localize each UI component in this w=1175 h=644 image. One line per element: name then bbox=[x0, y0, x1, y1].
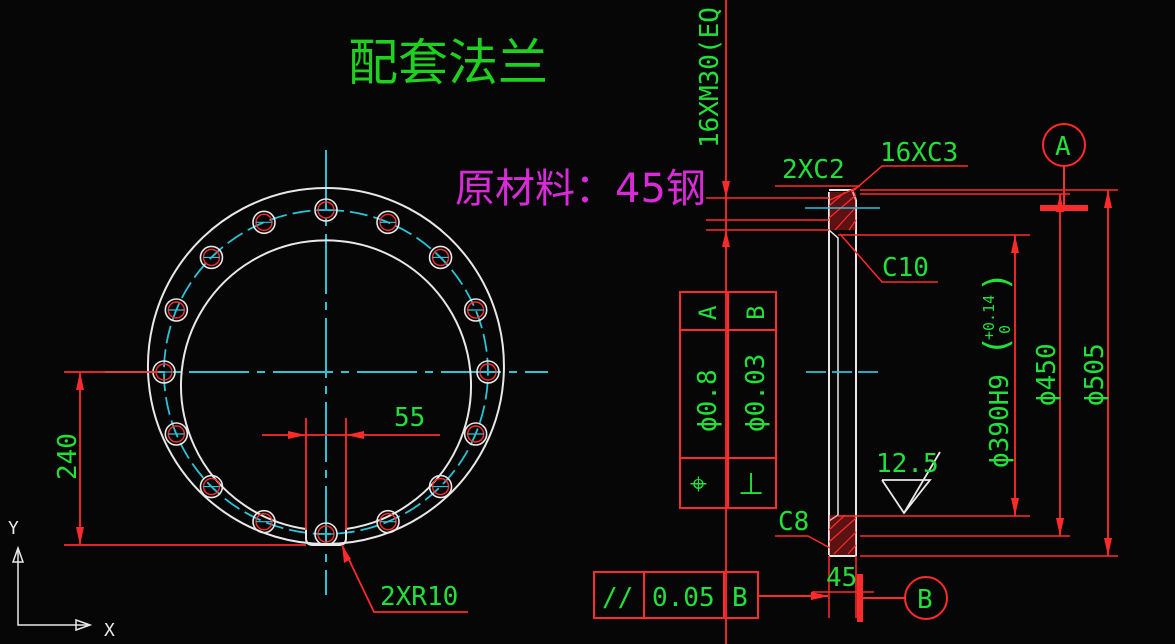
tol-row1-value: ϕ0.8 bbox=[693, 369, 723, 432]
bolt-hole bbox=[164, 422, 189, 446]
leader-c8 bbox=[775, 535, 831, 549]
leader-c10 bbox=[839, 233, 938, 283]
dim-m30-arrow-1 bbox=[722, 181, 730, 198]
hatch-lines bbox=[828, 191, 857, 555]
parallelism-frame: // 0.05 B bbox=[593, 571, 829, 619]
dim-450-arrow-bottom bbox=[1056, 518, 1064, 536]
dim-505-arrow-bottom bbox=[1104, 538, 1112, 556]
bolt-hole bbox=[476, 360, 500, 384]
dim-390-tol-close: ) bbox=[977, 272, 1017, 292]
tol-row2-value: ϕ0.03 bbox=[741, 354, 771, 432]
leader-16xc3 bbox=[851, 165, 968, 193]
ucs-icon: Y X bbox=[8, 518, 115, 641]
roughness-label: 12.5 bbox=[876, 449, 939, 479]
datum-b-label: B bbox=[917, 585, 933, 615]
radius-leader bbox=[341, 544, 468, 613]
bolt-hole bbox=[463, 298, 488, 322]
section-view: 16XM30(EQ 2XC2 16XC3 C10 C8 ϕ390H9 ( +0.… bbox=[695, 0, 1118, 644]
bolt-hole bbox=[428, 474, 453, 499]
dim-m30-arrow-2 bbox=[722, 230, 730, 247]
tolerance-frame-vertical: A B ϕ0.8 ϕ0.03 ⌖ ⊥ bbox=[679, 291, 777, 509]
dim-240-arrow-top bbox=[76, 372, 84, 390]
front-view: 240 55 2XR10 bbox=[53, 150, 548, 613]
dim-390-tol-open: ( bbox=[977, 336, 1017, 356]
flange-inner-line bbox=[828, 229, 839, 522]
dim-45-label: 45 bbox=[826, 563, 857, 593]
bolt-hole bbox=[164, 298, 189, 322]
roughness-symbol bbox=[881, 479, 932, 515]
bolt-holes bbox=[152, 198, 500, 546]
datum-a-label: A bbox=[1055, 132, 1071, 162]
radius-leader-arrow bbox=[342, 545, 351, 563]
dim-390-arrow-bottom bbox=[1011, 498, 1019, 516]
chamfer-16xc3-label: 16XC3 bbox=[880, 138, 958, 168]
dim-390-label-group: ϕ390H9 ( +0.14 0 ) bbox=[977, 272, 1017, 468]
parallelism-icon: // bbox=[602, 583, 633, 613]
dim-55-arrow-right bbox=[346, 431, 364, 439]
bolt-hole bbox=[199, 474, 224, 499]
bolt-hole bbox=[376, 210, 400, 235]
chamfer-2xc2-label: 2XC2 bbox=[782, 155, 845, 185]
datum-b: B bbox=[857, 574, 948, 622]
ucs-y-label: Y bbox=[8, 518, 19, 539]
bolt-hole bbox=[376, 509, 400, 534]
dim-390-label: ϕ390H9 bbox=[985, 374, 1015, 468]
position-icon: ⌖ bbox=[690, 467, 707, 502]
dim-55-arrow-left bbox=[288, 431, 306, 439]
dim-390-tol-lower: 0 bbox=[996, 325, 1014, 334]
chamfer-c10-label: C10 bbox=[882, 253, 929, 283]
dim-m30-label: 16XM30(EQ bbox=[695, 7, 725, 148]
inner-bore-with-slot bbox=[180, 239, 472, 546]
drawing-title: 配套法兰 bbox=[348, 34, 548, 92]
chamfer-c8-label: C8 bbox=[778, 507, 809, 537]
parallelism-value: 0.05 bbox=[652, 583, 715, 613]
bolt-hole bbox=[199, 245, 224, 270]
bolt-hole bbox=[252, 509, 276, 534]
bolt-hole bbox=[428, 245, 453, 270]
dim-390-tol-upper: +0.14 bbox=[980, 295, 998, 340]
bolt-hole bbox=[314, 198, 338, 222]
datum-a: A bbox=[1040, 123, 1088, 211]
tol-row2-ref: B bbox=[742, 306, 770, 320]
dim-240-label: 240 bbox=[53, 433, 83, 480]
radius-label: 2XR10 bbox=[380, 582, 458, 612]
tol-row1-ref: A bbox=[694, 305, 722, 320]
perpendicular-icon: ⊥ bbox=[738, 467, 764, 502]
material-note: 原材料：45钢 bbox=[455, 166, 706, 212]
dim-240-arrow-bottom bbox=[76, 527, 84, 545]
ucs-x-label: X bbox=[104, 620, 115, 641]
bolt-hole bbox=[252, 210, 276, 235]
outer-circle bbox=[146, 187, 505, 545]
bolt-hole bbox=[463, 422, 488, 446]
dim-55-label: 55 bbox=[394, 403, 425, 433]
dim-450-label: ϕ450 bbox=[1032, 343, 1062, 406]
roughness-stem bbox=[903, 451, 941, 514]
dim-390-arrow-top bbox=[1011, 235, 1019, 253]
parallelism-ref: B bbox=[732, 583, 748, 613]
dim-505-label: ϕ505 bbox=[1080, 343, 1110, 406]
dim-505-arrow-top bbox=[1104, 190, 1112, 208]
bolt-hole bbox=[314, 522, 338, 546]
